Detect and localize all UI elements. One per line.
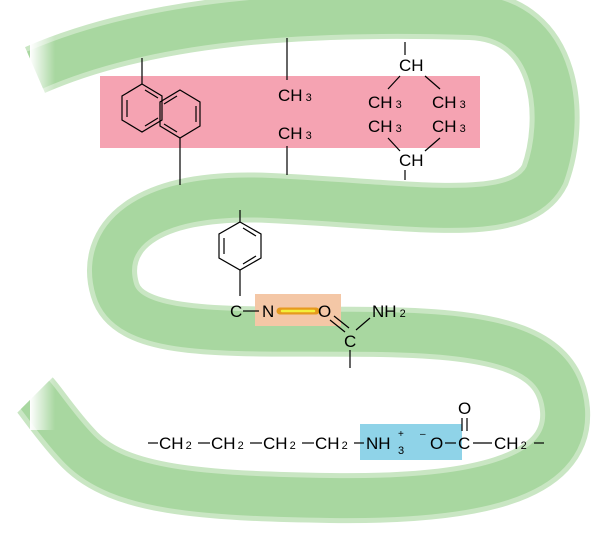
ribbon-fade-top: [30, 30, 55, 100]
benzene-ring-icon: [159, 89, 201, 185]
isopropyl-ch-bottom: CH: [399, 151, 424, 170]
bond-line: [424, 75, 441, 90]
carboxylate-oxygen-label: O: [430, 434, 443, 453]
carboxyl-carbon-label: C: [458, 434, 470, 453]
ionic-bond-box: [360, 424, 462, 460]
bond-line: [387, 75, 401, 90]
carbon-label: C: [230, 302, 242, 321]
protein-backbone-ribbon: [19, 0, 586, 519]
ammonium-subscript: 3: [398, 445, 404, 457]
benzene-ring-icon: [218, 210, 262, 296]
ammonium-charge: +: [398, 429, 404, 440]
ribbon-fade-bottom: [30, 370, 55, 430]
oxygen-label: O: [318, 302, 331, 321]
bond-line: [387, 137, 401, 152]
bond-line: [333, 315, 350, 329]
benzene-ring-icon: [121, 58, 163, 133]
bond-line: [424, 137, 441, 152]
hydrophobic-interaction-box: [100, 76, 480, 148]
ammonium-label: NH: [366, 434, 391, 453]
bond-line: [355, 317, 371, 331]
amide-carbon-label: C: [344, 332, 356, 351]
carboxylate-charge: –: [420, 429, 426, 440]
bond-line: [329, 319, 346, 333]
carbonyl-oxygen-label: O: [458, 399, 471, 418]
isopropyl-ch-top: CH: [399, 56, 424, 75]
nitrogen-label: N: [262, 302, 274, 321]
